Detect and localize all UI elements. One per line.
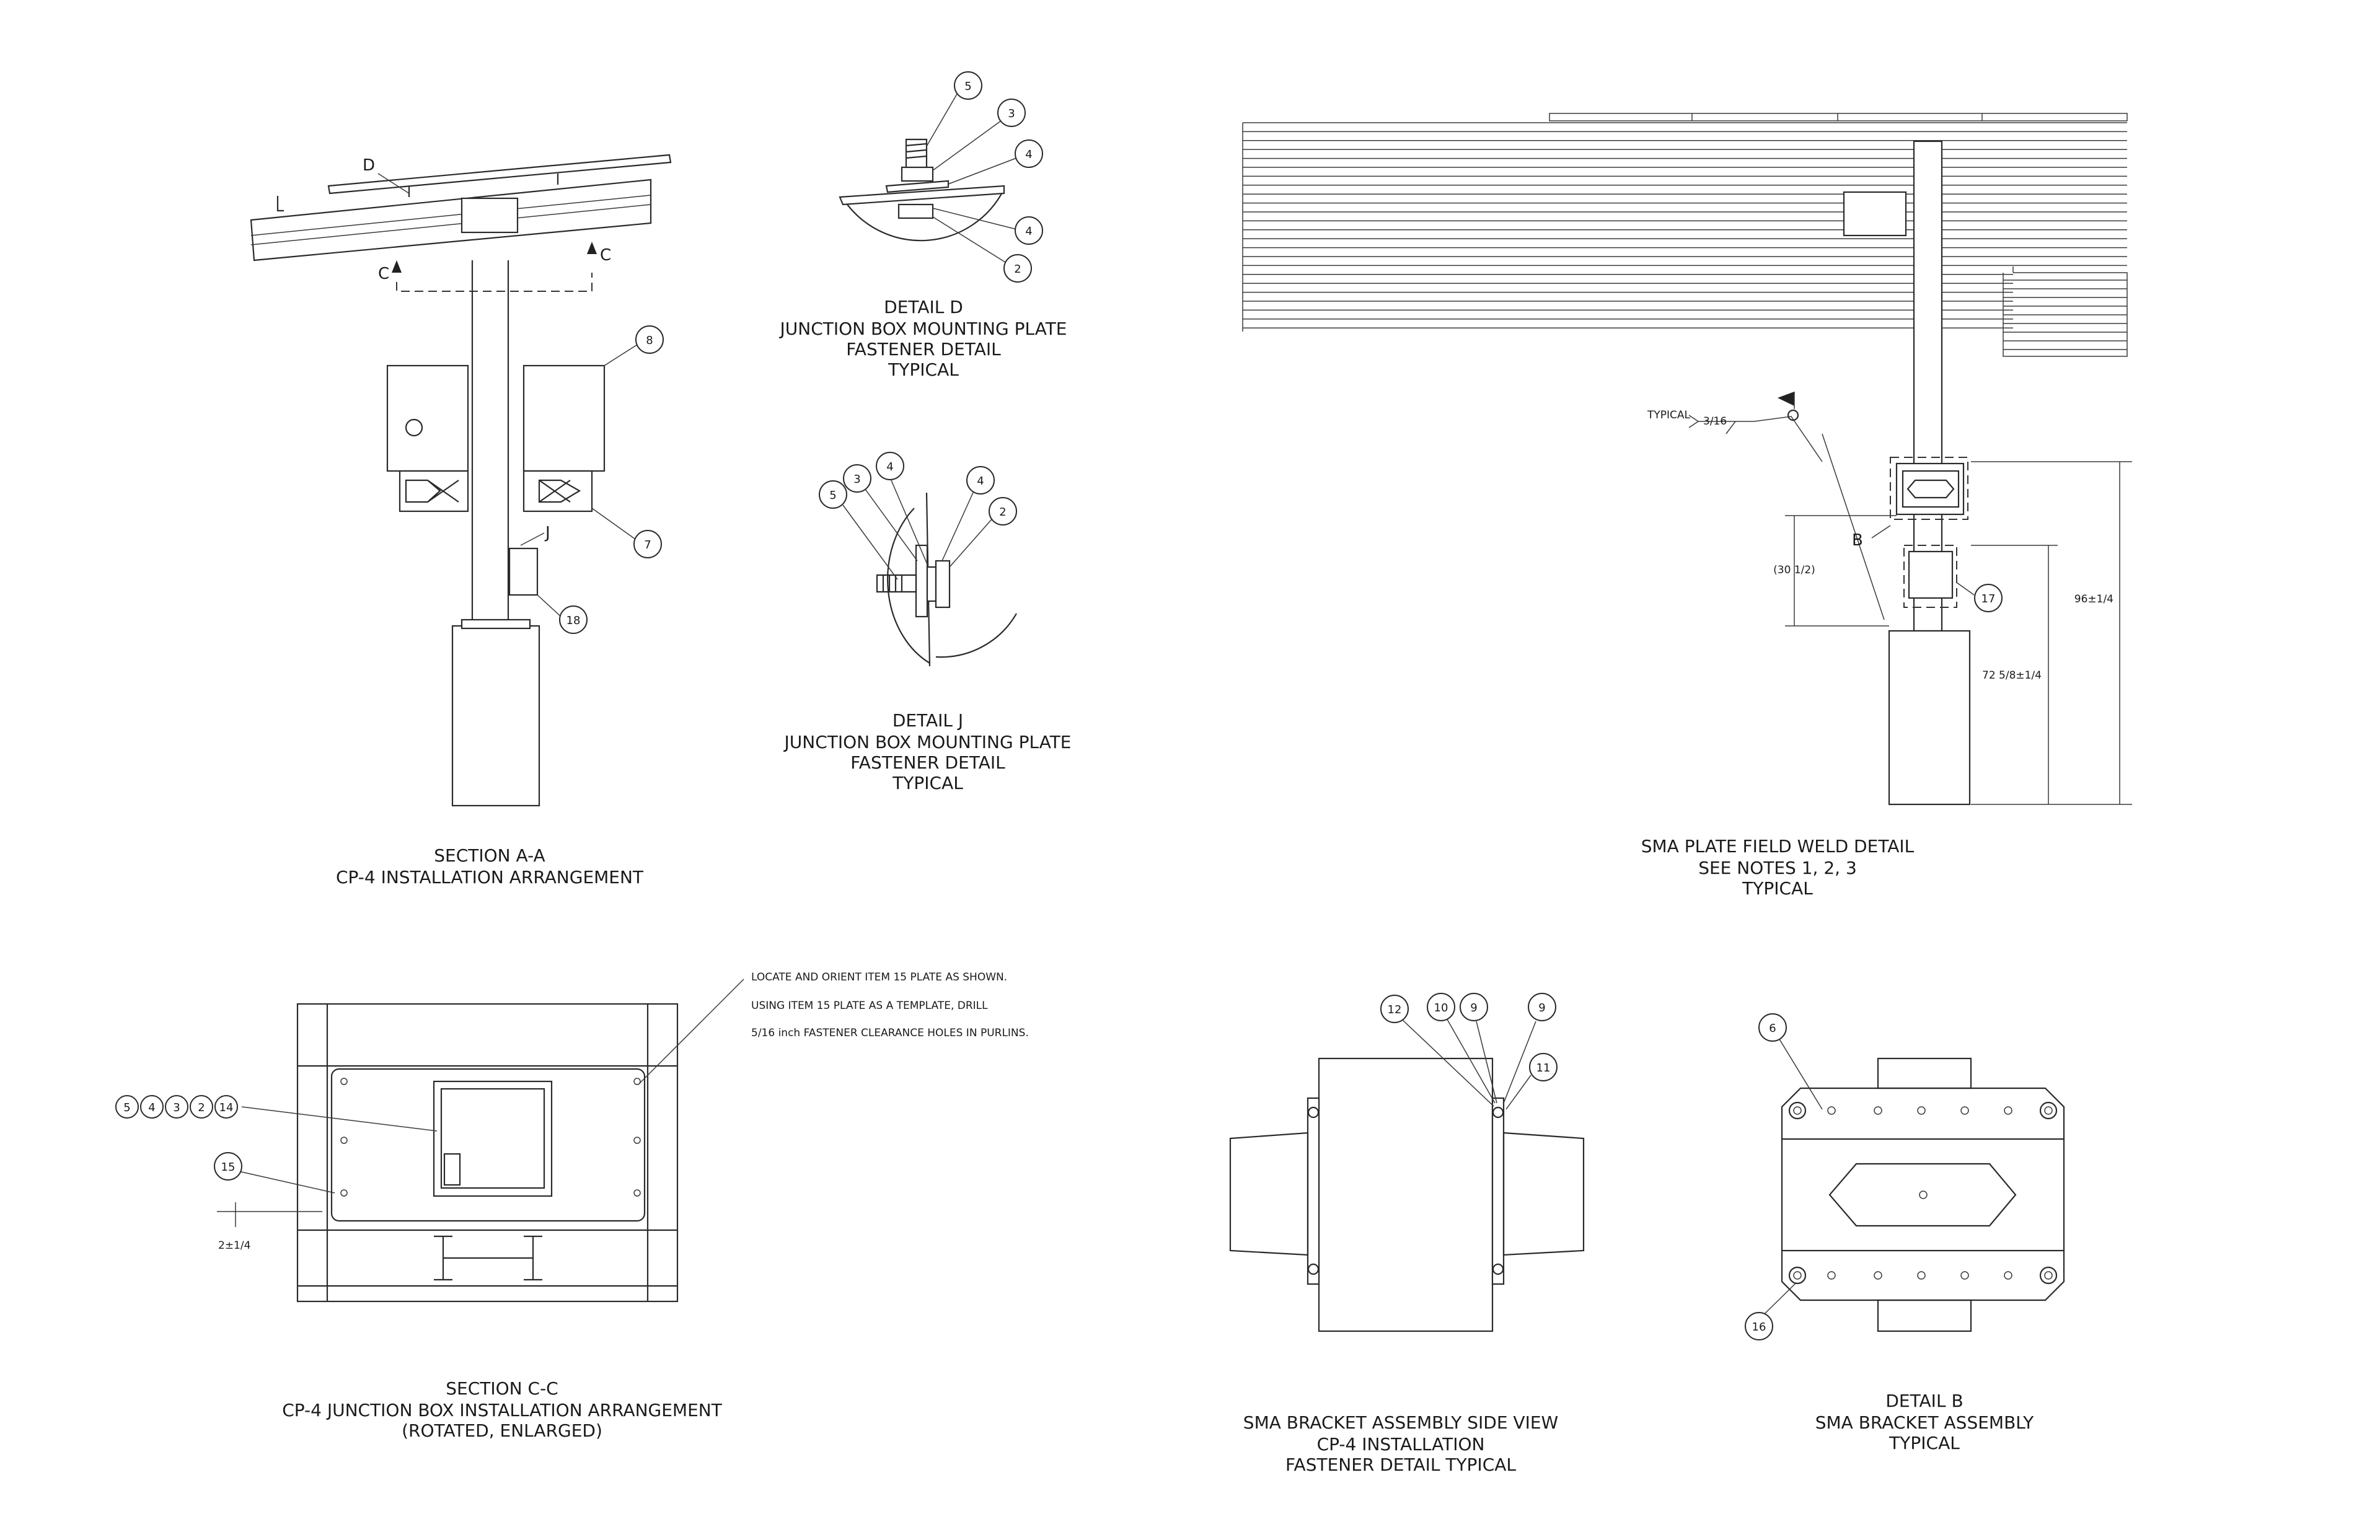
cc-balloon-3 <box>165 1095 188 1119</box>
sma-weld-title: SMA PLATE FIELD WELD DETAIL <box>1641 836 1915 856</box>
label-c-right: C <box>600 246 611 265</box>
balloon-j-3: 3 <box>853 473 860 486</box>
label-d: D <box>363 156 375 175</box>
detail-j-view: 5 3 4 4 2 DETAIL J JUNCTION BOX MOUNTING… <box>783 452 1072 793</box>
balloon-12: 12 <box>1388 1003 1402 1016</box>
balloon-17: 17 <box>1981 592 1996 605</box>
section-cc-line2: CP-4 JUNCTION BOX INSTALLATION ARRANGEME… <box>282 1400 723 1420</box>
cc-note-2: USING ITEM 15 PLATE AS A TEMPLATE, DRILL <box>751 1000 988 1012</box>
balloon-6: 6 <box>1769 1022 1776 1035</box>
balloon-16: 16 <box>1752 1321 1766 1334</box>
sma-side-line3: FASTENER DETAIL TYPICAL <box>1285 1454 1516 1475</box>
sma-weld-line2: SEE NOTES 1, 2, 3 <box>1698 858 1857 878</box>
detail-b-line3: TYPICAL <box>1889 1433 1960 1453</box>
balloon-2: 2 <box>1014 263 1021 276</box>
cc-balloon-2 <box>190 1095 213 1119</box>
label-b: B <box>1852 531 1863 550</box>
balloon-4b: 4 <box>1025 225 1032 238</box>
detail-d-title: DETAIL D <box>884 297 963 317</box>
cc-balloon-label: 4 <box>148 1101 155 1114</box>
detail-d-view: 5 3 4 4 2 DETAIL D JUNCTION BOX MOUNTING… <box>779 71 1067 380</box>
cc-balloon-14 <box>214 1095 238 1119</box>
detail-d-line2: JUNCTION BOX MOUNTING PLATE <box>779 319 1067 339</box>
balloon-10: 10 <box>1434 1001 1448 1014</box>
weld-typical: TYPICAL <box>1647 409 1691 421</box>
label-j: J <box>544 524 550 542</box>
balloon-15: 15 <box>221 1161 236 1174</box>
cc-note-1: LOCATE AND ORIENT ITEM 15 PLATE AS SHOWN… <box>751 971 1007 983</box>
dim-30-half: (30 1/2) <box>1773 564 1815 576</box>
sma-side-title: SMA BRACKET ASSEMBLY SIDE VIEW <box>1243 1412 1558 1433</box>
cc-balloon-label: 3 <box>173 1101 180 1114</box>
cc-balloon-label: 14 <box>219 1101 234 1114</box>
balloon-3: 3 <box>1008 107 1015 120</box>
dim-72-5-8: 72 5/8±1/4 <box>1982 669 2042 682</box>
balloon-9b: 9 <box>1538 1001 1545 1014</box>
balloon-7: 7 <box>644 539 651 552</box>
cc-balloon-label: 5 <box>123 1101 130 1114</box>
section-cc-line3: (ROTATED, ENLARGED) <box>402 1420 602 1441</box>
section-cc-view: LOCATE AND ORIENT ITEM 15 PLATE AS SHOWN… <box>115 971 1029 1441</box>
balloon-j-5: 5 <box>829 489 836 502</box>
detail-j-line4: TYPICAL <box>892 773 963 793</box>
cc-balloon-label: 2 <box>198 1101 205 1114</box>
weld-size: 3/16 <box>1703 415 1727 428</box>
dim-96: 96±1/4 <box>2074 593 2113 605</box>
cc-balloon-4 <box>140 1095 164 1119</box>
balloon-j-4a: 4 <box>886 460 893 473</box>
detail-j-line2: JUNCTION BOX MOUNTING PLATE <box>783 732 1072 752</box>
cc-balloon-5 <box>115 1095 139 1119</box>
detail-d-line4: TYPICAL <box>888 359 959 380</box>
balloon-11: 11 <box>1536 1062 1551 1075</box>
balloon-9a: 9 <box>1470 1001 1477 1014</box>
section-cc-title: SECTION C-C <box>446 1378 558 1399</box>
balloon-18: 18 <box>566 614 581 627</box>
balloon-j-4b: 4 <box>977 475 984 488</box>
sma-weld-line3: TYPICAL <box>1742 878 1813 899</box>
sma-weld-view: (30 1/2) 72 5/8±1/4 96±1/4 TYPICAL 3/16 … <box>1242 113 2132 899</box>
cc-note-3: 5/16 inch FASTENER CLEARANCE HOLES IN PU… <box>751 1027 1029 1039</box>
sma-side-line2: CP-4 INSTALLATION <box>1317 1434 1485 1454</box>
label-c-left: C <box>378 265 389 283</box>
balloon-4a: 4 <box>1025 148 1032 161</box>
cc-dim: 2±1/4 <box>218 1239 250 1252</box>
detail-j-line3: FASTENER DETAIL <box>850 752 1005 773</box>
detail-d-line3: FASTENER DETAIL <box>846 339 1001 359</box>
detail-b-line2: SMA BRACKET ASSEMBLY <box>1815 1412 2034 1433</box>
section-aa-view: D C C J 8 7 18 SECTION A-A CP-4 INSTALLA… <box>250 154 672 887</box>
section-aa-title: SECTION A-A <box>434 845 545 866</box>
detail-b-title: DETAIL B <box>1885 1391 1963 1411</box>
balloon-5: 5 <box>964 80 971 93</box>
balloon-8: 8 <box>646 334 653 347</box>
section-aa-subtitle: CP-4 INSTALLATION ARRANGEMENT <box>336 867 644 887</box>
balloon-j-2: 2 <box>999 506 1006 519</box>
sma-side-view: 12 10 9 9 11 SMA BRACKET ASSEMBLY SIDE V… <box>1229 993 1585 1475</box>
detail-j-title: DETAIL J <box>892 710 963 731</box>
detail-b-view: 6 16 DETAIL B SMA BRACKET ASSEMBLY TYPIC… <box>1745 1013 2065 1453</box>
